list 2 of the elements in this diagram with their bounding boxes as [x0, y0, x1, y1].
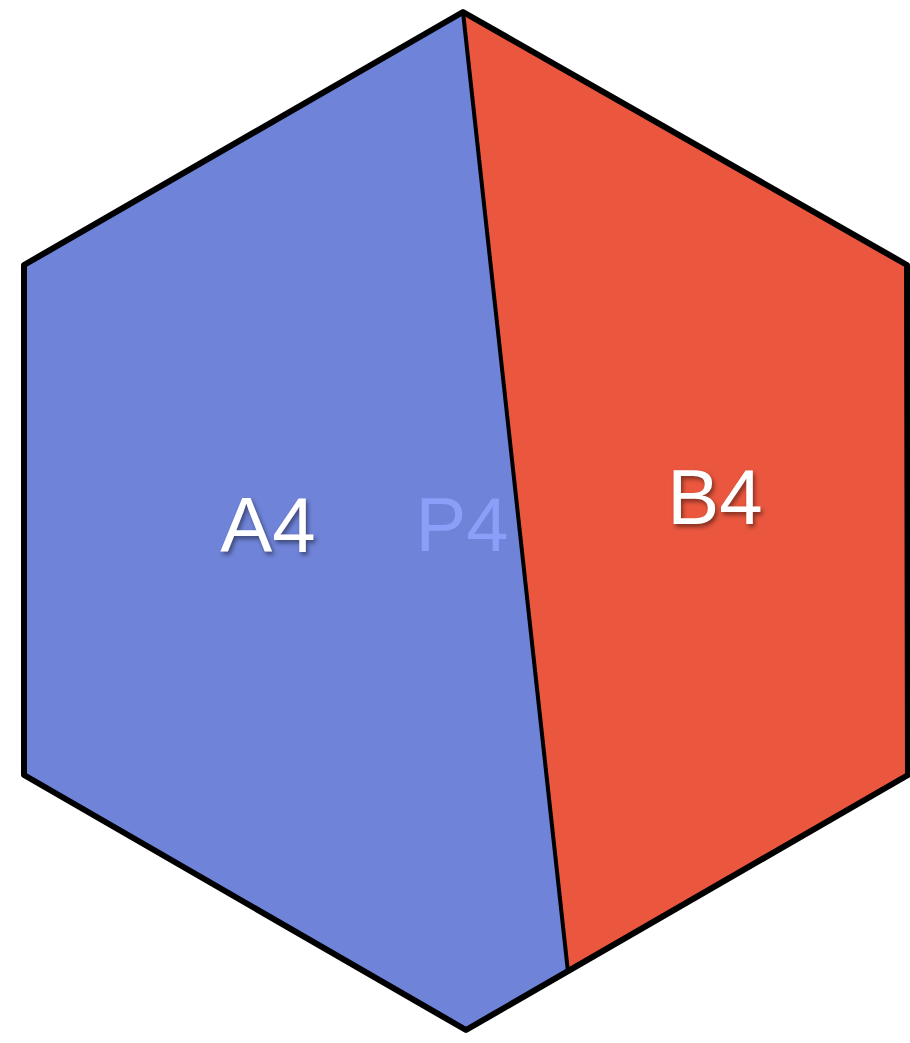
region-label: A4 — [220, 486, 316, 564]
region-label: B4 — [667, 458, 763, 536]
